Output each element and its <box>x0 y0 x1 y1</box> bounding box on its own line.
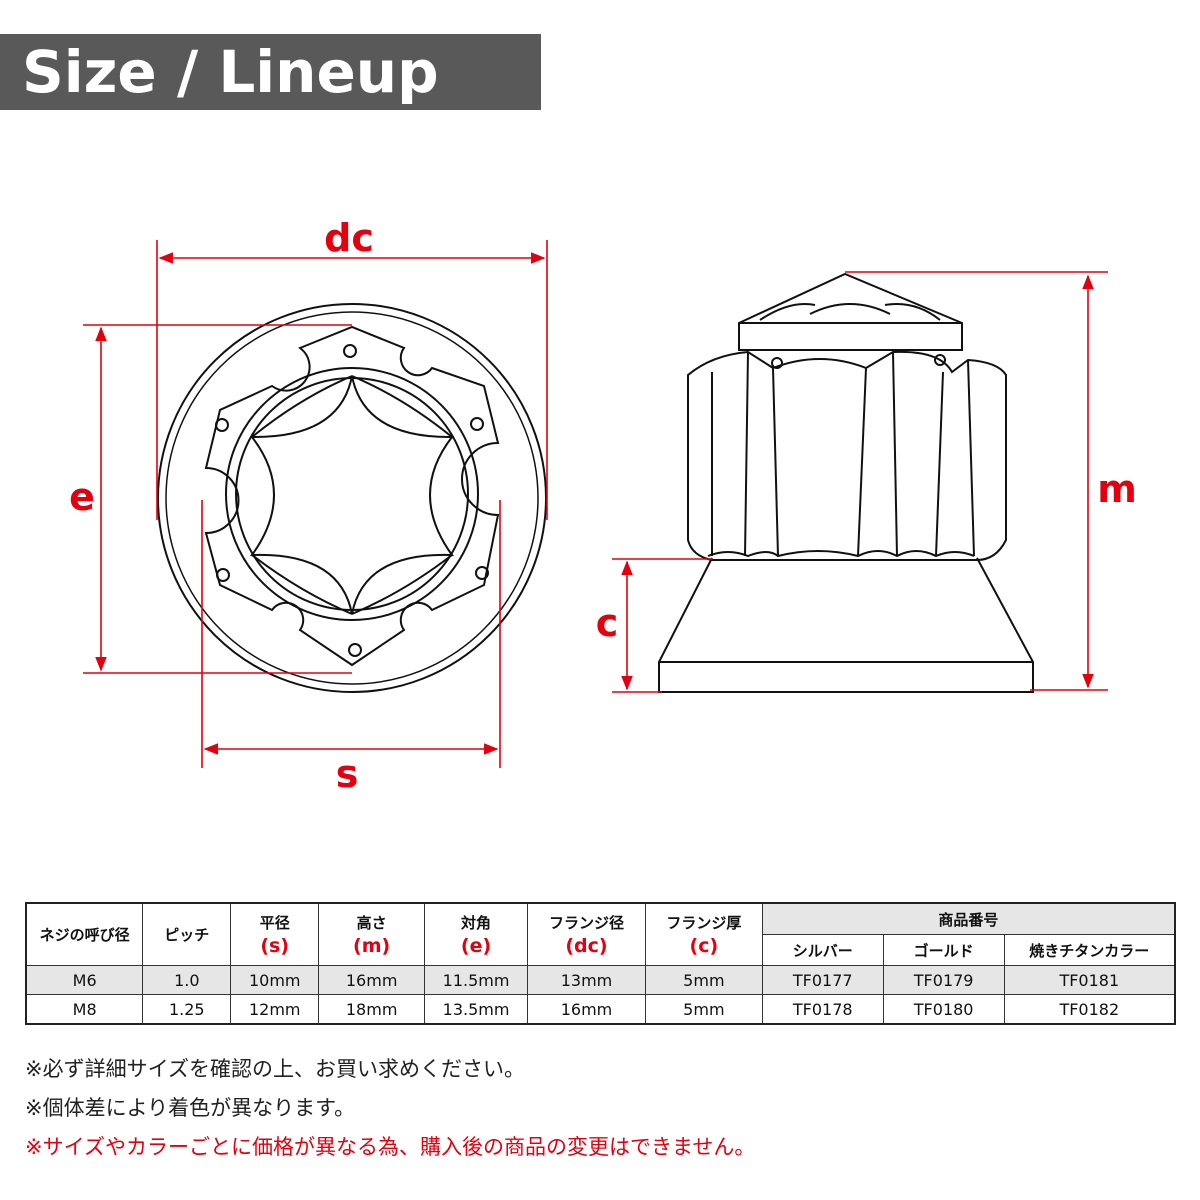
header-product: 商品番号 <box>761 902 1176 935</box>
cell-dc: 16mm <box>527 994 646 1025</box>
label-e: e <box>69 475 95 519</box>
pin-hole <box>475 566 489 580</box>
label-dc: dc <box>324 216 374 260</box>
petal-arc <box>351 375 453 438</box>
cell-e: 13.5mm <box>424 994 529 1025</box>
petal-arc <box>251 375 353 438</box>
header-gold: ゴールド <box>882 934 1005 966</box>
nut-dimension-diagram: dc e s m c <box>69 216 1137 796</box>
nut-cap <box>738 272 963 351</box>
cell-dc: 13mm <box>527 965 646 995</box>
label-c: c <box>596 601 619 645</box>
header-pitch: ピッチ <box>142 902 232 966</box>
star-socket <box>249 375 455 615</box>
header-burnt: 焼きチタンカラー <box>1003 934 1176 966</box>
title-bar <box>0 34 541 110</box>
cell-burnt: TF0181 <box>1003 965 1176 995</box>
cell-burnt: TF0182 <box>1003 994 1176 1025</box>
cell-silver: TF0177 <box>761 965 884 995</box>
flange-inner-outline <box>165 311 539 685</box>
cell-m: 16mm <box>318 965 426 995</box>
cell-gold: TF0179 <box>882 965 1005 995</box>
header-dc: フランジ径(dc) <box>527 902 646 966</box>
header-m: 高さ(m) <box>318 902 426 966</box>
cell-s: 10mm <box>230 965 320 995</box>
pin-hole <box>215 418 229 432</box>
header-diameter: ネジの呼び径 <box>25 902 144 966</box>
note-confirm-size: ※必ず詳細サイズを確認の上、お買い求めください。 <box>25 1057 525 1081</box>
table-row: M8 1.25 12mm 18mm 13.5mm 16mm 5mm TF0178… <box>25 994 1176 1025</box>
cell-m: 18mm <box>318 994 426 1025</box>
label-s: s <box>336 752 359 796</box>
top-view <box>157 303 547 693</box>
header-c: フランジ厚(c) <box>644 902 763 966</box>
cell-gold: TF0180 <box>882 994 1005 1025</box>
inner-ring-outer <box>225 367 479 621</box>
cell-pitch: 1.0 <box>142 965 232 995</box>
pin-hole <box>216 568 230 582</box>
cell-e: 11.5mm <box>424 965 529 995</box>
spec-table: ネジの呼び径 ピッチ 平径(s) 高さ(m) 対角(e) フランジ径(dc) フ… <box>25 902 1176 1025</box>
note-no-exchange: ※サイズやカラーごとに価格が異なる為、購入後の商品の変更はできません。 <box>25 1135 756 1159</box>
cell-silver: TF0178 <box>761 994 884 1025</box>
note-color-variance: ※個体差により着色が異なります。 <box>25 1096 356 1120</box>
top-view-dimensions <box>83 240 548 768</box>
inner-ring-inner <box>235 377 469 611</box>
header-silver: シルバー <box>761 934 884 966</box>
label-m: m <box>1097 467 1137 511</box>
hex-body <box>204 325 500 667</box>
pin-hole <box>470 417 484 431</box>
petal-arc <box>251 554 353 615</box>
side-view <box>658 272 1034 693</box>
cell-size: M6 <box>25 965 144 995</box>
cell-s: 12mm <box>230 994 320 1025</box>
flange <box>658 557 1034 693</box>
cell-pitch: 1.25 <box>142 994 232 1025</box>
pin-hole <box>348 643 362 657</box>
nut-body <box>687 350 1007 561</box>
notes: ※必ず詳細サイズを確認の上、お買い求めください。 ※個体差により着色が異なります… <box>25 1050 755 1167</box>
header-s: 平径(s) <box>230 902 320 966</box>
cell-c: 5mm <box>644 994 763 1025</box>
cell-size: M8 <box>25 994 144 1025</box>
pin-hole <box>343 344 357 358</box>
page-title: Size / Lineup <box>22 38 439 106</box>
table-row: M6 1.0 10mm 16mm 11.5mm 13mm 5mm TF0177 … <box>25 965 1176 995</box>
side-view-dimensions <box>612 271 1108 693</box>
flange-outline <box>157 303 547 693</box>
petal-arc <box>351 554 453 615</box>
header-e: 対角(e) <box>424 902 529 966</box>
cell-c: 5mm <box>644 965 763 995</box>
